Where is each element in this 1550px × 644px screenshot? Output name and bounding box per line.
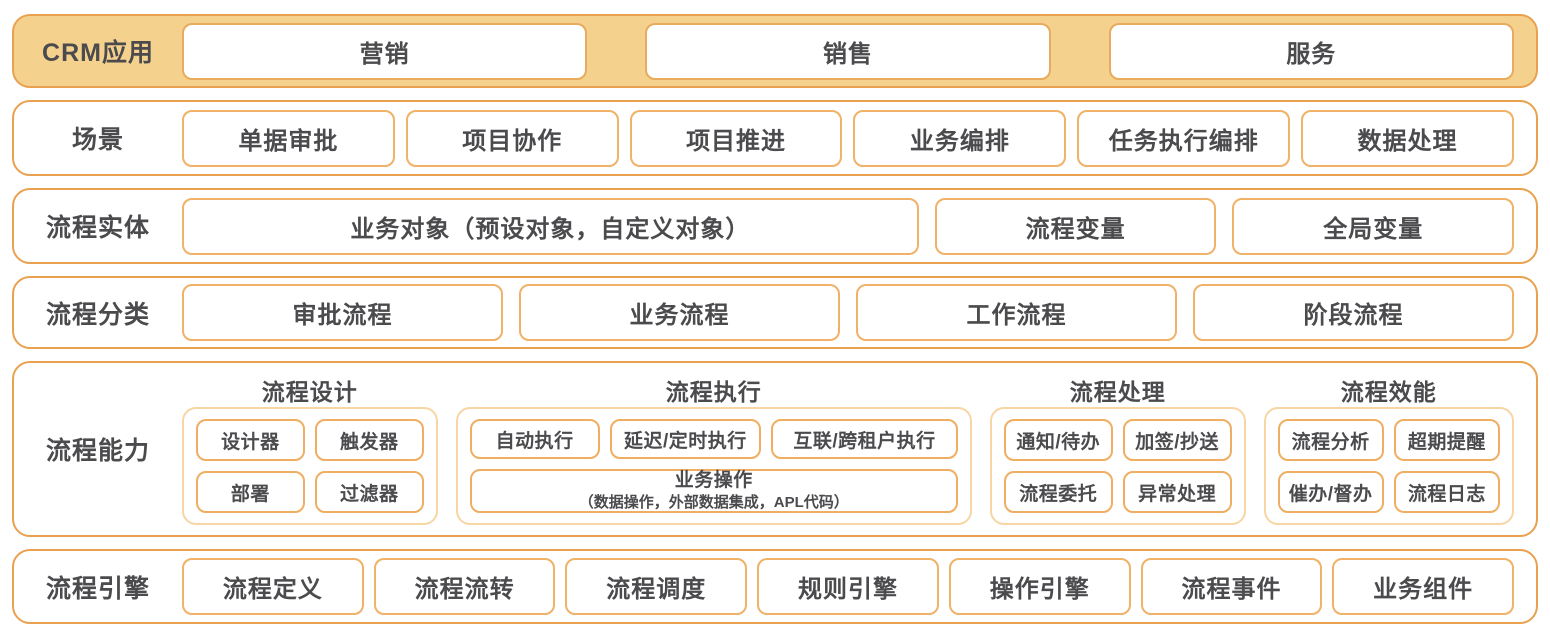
item-box-business-objects: 业务对象（预设对象，自定义对象） [182,197,919,255]
item-box: 异常处理 [1122,471,1232,513]
scenarios-items: 单据审批 项目协作 项目推进 业务编排 任务执行编排 数据处理 [182,109,1536,167]
item-box: 流程流转 [373,558,556,615]
capability-group-efficiency: 流程效能 流程分析 超期提醒 催办/督办 流程日志 [1263,373,1514,525]
process-engine-items: 流程定义 流程流转 流程调度 规则引擎 操作引擎 流程事件 业务组件 [182,558,1536,615]
crm-apps-items: 营销 销售 服务 [182,22,1536,80]
item-box: 流程委托 [1003,471,1113,513]
item-box: 过滤器 [314,471,424,513]
item-box: 任务执行编排 [1077,109,1291,167]
item-box: 流程变量 [934,197,1217,255]
item-box: 流程日志 [1393,471,1500,513]
group-title-design: 流程设计 [261,379,358,405]
item-box-service: 服务 [1108,22,1514,80]
item-box-marketing: 营销 [182,22,588,80]
row-label-process-engine: 流程引擎 [45,574,150,603]
capability-group-handling: 流程处理 通知/待办 加签/抄送 流程委托 异常处理 [989,373,1246,525]
row-label-process-entities: 流程实体 [45,214,150,242]
item-box: 通知/待办 [1003,419,1113,461]
capability-group-design: 流程设计 设计器 触发器 部署 过滤器 [182,373,438,525]
process-entities-items: 业务对象（预设对象，自定义对象） 流程变量 全局变量 [182,197,1536,255]
group-box-execution: 自动执行 延迟/定时执行 互联/跨租户执行 业务操作 （数据操作，外部数据集成，… [455,407,972,525]
row-process-engine: 流程引擎 流程定义 流程流转 流程调度 规则引擎 操作引擎 流程事件 业务组件 [12,549,1538,624]
execution-top-row: 自动执行 延迟/定时执行 互联/跨租户执行 [469,419,958,459]
item-box: 项目协作 [405,109,619,167]
group-title-handling: 流程处理 [1069,379,1166,405]
capability-groups: 流程设计 设计器 触发器 部署 过滤器 流程执行 自动执行 延迟/定时执行 互联… [182,373,1536,525]
item-box: 加签/抄送 [1122,419,1232,461]
item-box: 工作流程 [856,284,1177,341]
item-box: 阶段流程 [1193,284,1514,341]
item-box: 部署 [196,471,305,513]
item-box: 流程分析 [1277,419,1384,461]
row-label-crm-apps: CRM应用 [42,39,154,67]
row-label-scenarios: 场景 [71,126,124,154]
row-process-entities: 流程实体 业务对象（预设对象，自定义对象） 流程变量 全局变量 [12,188,1538,264]
group-box-handling: 通知/待办 加签/抄送 流程委托 异常处理 [989,407,1246,525]
group-box-design: 设计器 触发器 部署 过滤器 [182,407,438,525]
item-box: 流程调度 [565,558,748,615]
item-box: 单据审批 [182,109,395,167]
execution-items: 自动执行 延迟/定时执行 互联/跨租户执行 业务操作 （数据操作，外部数据集成，… [469,419,958,513]
item-box: 规则引擎 [757,558,939,615]
item-box-sales: 销售 [645,22,1051,80]
group-box-efficiency: 流程分析 超期提醒 催办/督办 流程日志 [1263,407,1514,525]
item-box: 审批流程 [182,284,503,341]
item-box: 项目推进 [629,109,843,167]
item-subtitle: （数据操作，外部数据集成，APL代码） [578,493,849,511]
item-box: 设计器 [196,419,305,461]
item-box-business-operations: 业务操作 （数据操作，外部数据集成，APL代码） [469,469,958,513]
item-box: 操作引擎 [948,558,1131,615]
capability-group-execution: 流程执行 自动执行 延迟/定时执行 互联/跨租户执行 业务操作 （数据操作，外部… [455,373,972,525]
row-process-capabilities: 流程能力 流程设计 设计器 触发器 部署 过滤器 流程执行 自动执行 延迟 [12,361,1538,537]
item-box: 流程定义 [182,558,364,615]
row-scenarios: 场景 单据审批 项目协作 项目推进 业务编排 任务执行编排 数据处理 [12,100,1538,176]
item-box: 延迟/定时执行 [609,419,762,459]
group-title-efficiency: 流程效能 [1340,379,1437,405]
row-label-process-categories: 流程分类 [45,300,150,329]
row-label-process-capabilities: 流程能力 [45,437,150,465]
group-title-execution: 流程执行 [665,379,762,405]
item-box: 触发器 [314,419,424,461]
item-box: 数据处理 [1301,109,1514,167]
row-process-categories: 流程分类 审批流程 业务流程 工作流程 阶段流程 [12,276,1538,349]
item-box: 业务编排 [853,109,1067,167]
item-box: 业务流程 [519,284,840,341]
item-box: 自动执行 [469,419,600,459]
item-box: 互联/跨租户执行 [771,419,958,459]
item-title: 业务操作 [674,470,753,492]
item-box: 全局变量 [1232,197,1515,255]
row-crm-apps: CRM应用 营销 销售 服务 [12,14,1538,88]
item-box: 超期提醒 [1393,419,1500,461]
item-box: 流程事件 [1140,558,1323,615]
process-categories-items: 审批流程 业务流程 工作流程 阶段流程 [182,284,1536,341]
item-box: 业务组件 [1332,558,1515,615]
item-box: 催办/督办 [1277,471,1384,513]
